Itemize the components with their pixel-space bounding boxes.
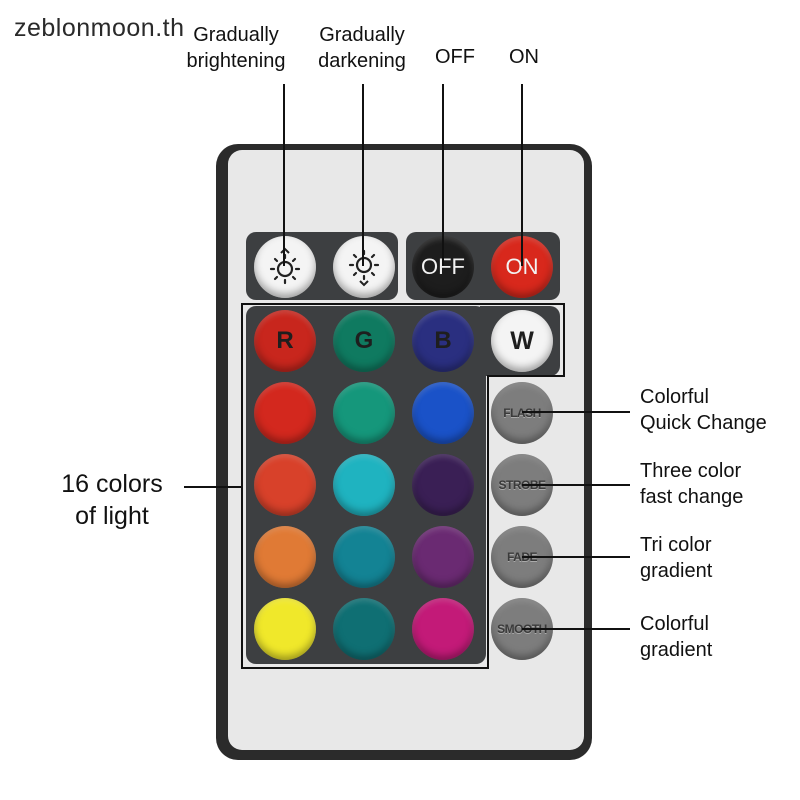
off-button[interactable]: OFF [412,236,474,298]
darken-button[interactable] [333,236,395,298]
color-button-r5c3[interactable] [412,598,474,660]
sixteen-colors-label: 16 colors of light [61,470,163,530]
sun-down-icon [348,249,380,287]
on-button-label: ON [505,254,539,279]
white-button-label: W [510,326,534,355]
flash-button-label: FLASH [503,406,541,420]
color-button-r3c2[interactable] [333,454,395,516]
color-button-r5c2[interactable] [333,598,395,660]
color-button-r2c2[interactable] [333,382,395,444]
green-button-label: G [354,327,374,354]
strobe-label: Three color fast change [640,460,744,508]
smooth-button-label: SMOOTH [497,622,547,636]
smooth-button[interactable]: SMOOTH [491,598,553,660]
red-button-label: R [276,327,294,354]
off-button-label: OFF [421,254,465,279]
color-button-r2c1[interactable] [254,382,316,444]
blue-button[interactable]: B [412,310,474,372]
color-button-r3c1[interactable] [254,454,316,516]
strobe-button[interactable]: STROBE [491,454,553,516]
blue-button-label: B [434,327,452,354]
color-button-r2c3[interactable] [412,382,474,444]
color-button-r4c2[interactable] [333,526,395,588]
color-button-r3c3[interactable] [412,454,474,516]
darken-label: Gradually darkening [318,24,406,72]
flash-label: Colorful Quick Change [640,386,767,434]
green-button[interactable]: G [333,310,395,372]
fade-label: Tri color gradient [640,534,713,582]
red-button[interactable]: R [254,310,316,372]
white-button[interactable]: W [491,310,553,372]
on-label: ON [509,46,539,68]
color-button-r4c1[interactable] [254,526,316,588]
sun-up-icon [269,247,301,285]
off-label: OFF [435,46,475,68]
color-button-r5c1[interactable] [254,598,316,660]
color-button-r4c3[interactable] [412,526,474,588]
fade-button[interactable]: FADE [491,526,553,588]
brighten-label: Gradually brightening [186,24,286,72]
on-button[interactable]: ON [491,236,553,298]
smooth-label: Colorful gradient [640,613,713,661]
watermark: zeblonmoon.th [14,14,185,42]
flash-button[interactable]: FLASH [491,382,553,444]
strobe-button-label: STROBE [498,478,546,492]
brighten-button[interactable] [254,236,316,298]
fade-button-label: FADE [506,550,538,564]
